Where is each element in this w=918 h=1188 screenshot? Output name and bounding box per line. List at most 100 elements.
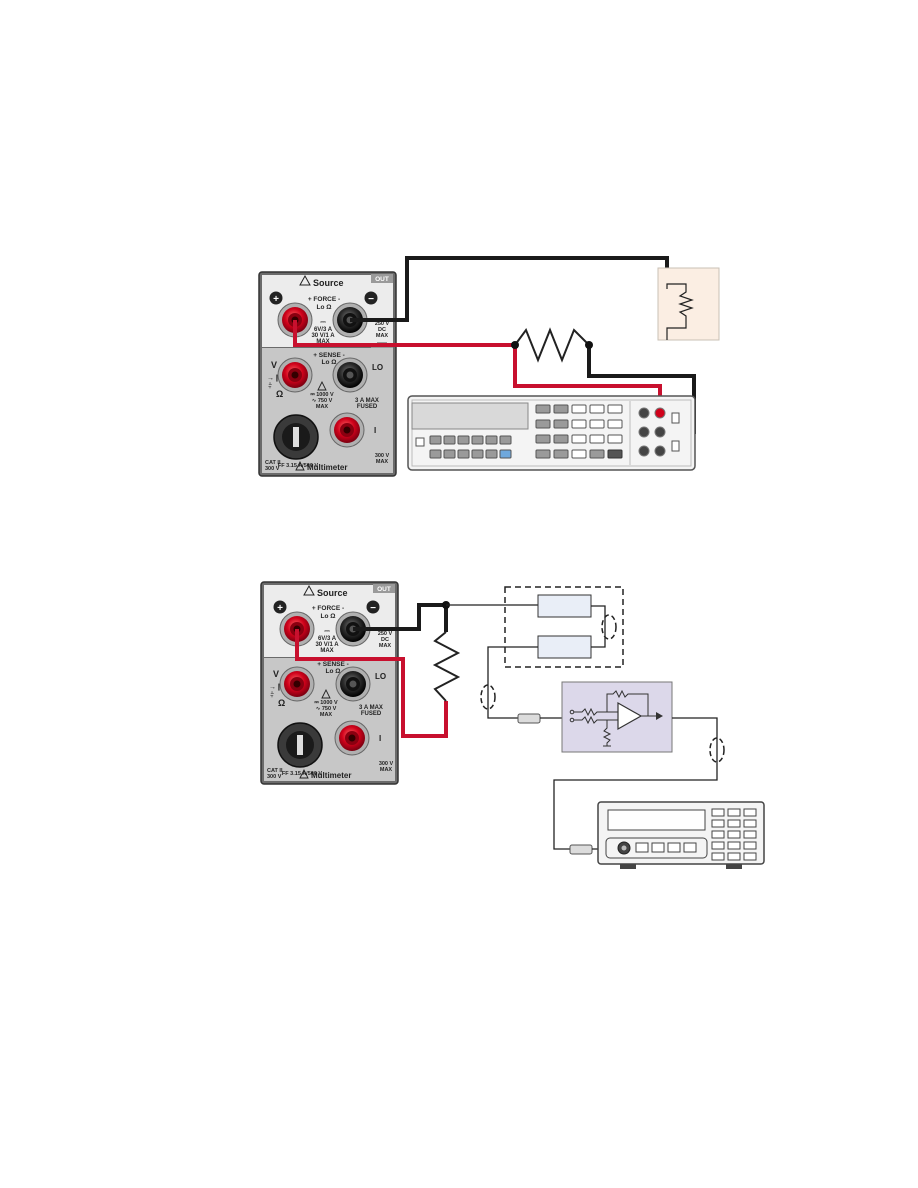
signal-wire xyxy=(553,717,718,850)
input-v-terminal[interactable] xyxy=(277,357,313,393)
svg-text:I: I xyxy=(374,426,376,435)
instrument-key[interactable] xyxy=(743,852,757,861)
dmm-key[interactable] xyxy=(443,449,456,459)
svg-text:I: I xyxy=(379,734,381,743)
svg-text:Lo Ω: Lo Ω xyxy=(326,668,341,675)
instrument-key[interactable] xyxy=(711,830,725,839)
dmm-key[interactable] xyxy=(607,449,623,459)
dmm-key[interactable] xyxy=(607,404,623,414)
svg-text:⎓: ⎓ xyxy=(320,319,326,326)
warning-icon xyxy=(317,380,327,391)
multimeter-panel-top: OUT IN Source + − + FORCE - Lo Ω ⎓ 6V/3 … xyxy=(258,271,397,477)
dmm-input-jack[interactable] xyxy=(638,426,650,438)
dmm-key[interactable] xyxy=(607,434,623,444)
dmm-key[interactable] xyxy=(589,434,605,444)
svg-text:+: + xyxy=(277,603,283,614)
svg-text:MAX: MAX xyxy=(380,767,393,773)
measurement-instrument xyxy=(597,801,765,869)
dmm-key[interactable] xyxy=(535,419,551,429)
shielded-block-lower xyxy=(537,635,592,659)
dmm-key[interactable] xyxy=(535,404,551,414)
shielded-block-upper xyxy=(537,594,592,618)
resistor-symbol xyxy=(432,631,461,702)
instrument-key[interactable] xyxy=(711,841,725,850)
dmm-key[interactable] xyxy=(553,404,569,414)
dmm-key[interactable] xyxy=(429,449,442,459)
svg-text:+: + xyxy=(273,294,279,305)
dmm-key[interactable] xyxy=(485,449,498,459)
svg-text:MAX: MAX xyxy=(379,643,392,649)
dmm-key[interactable] xyxy=(471,435,484,445)
minus-icon xyxy=(364,291,378,305)
dmm-input-jack[interactable] xyxy=(638,445,650,457)
dmm-key[interactable] xyxy=(485,435,498,445)
instrument-key[interactable] xyxy=(711,852,725,861)
dmm-input-jack[interactable] xyxy=(654,407,666,419)
dmm-key[interactable] xyxy=(499,435,512,445)
dmm-key[interactable] xyxy=(443,435,456,445)
input-i-terminal[interactable] xyxy=(334,720,370,756)
instrument-key[interactable] xyxy=(727,808,741,817)
instrument-key[interactable] xyxy=(651,842,665,853)
dmm-key[interactable] xyxy=(429,435,442,445)
svg-text:CAT II: CAT II xyxy=(267,768,283,774)
shield-icon xyxy=(601,614,617,640)
svg-text:MAX: MAX xyxy=(316,404,329,410)
input-lo-terminal[interactable] xyxy=(335,666,371,702)
instrument-key[interactable] xyxy=(683,842,697,853)
out-label: OUT xyxy=(375,276,389,283)
instrument-key[interactable] xyxy=(727,841,741,850)
input-v-terminal[interactable] xyxy=(279,666,315,702)
black-wire xyxy=(350,256,669,322)
out-label: OUT xyxy=(377,586,391,593)
instrument-key[interactable] xyxy=(727,852,741,861)
instrument-key[interactable] xyxy=(635,842,649,853)
dmm-key[interactable] xyxy=(571,434,587,444)
dmm-switch[interactable] xyxy=(671,440,680,452)
instrument-display xyxy=(607,809,706,831)
instrument-key[interactable] xyxy=(743,819,757,828)
svg-text:Multimeter: Multimeter xyxy=(307,463,347,472)
force-label: + FORCE - xyxy=(308,296,340,303)
input-i-terminal[interactable] xyxy=(329,412,365,448)
dmm-key[interactable] xyxy=(589,449,605,459)
instrument-key[interactable] xyxy=(727,819,741,828)
dmm-key[interactable] xyxy=(571,419,587,429)
input-lo-terminal[interactable] xyxy=(332,357,368,393)
dmm-key[interactable] xyxy=(607,419,623,429)
dmm-key[interactable] xyxy=(535,434,551,444)
svg-text:Ω: Ω xyxy=(278,698,285,708)
instrument-key[interactable] xyxy=(743,841,757,850)
dmm-key[interactable] xyxy=(457,435,470,445)
instrument-key[interactable] xyxy=(743,808,757,817)
dmm-input-jack[interactable] xyxy=(638,407,650,419)
power-button[interactable] xyxy=(415,437,425,447)
instrument-key[interactable] xyxy=(711,808,725,817)
dmm-key[interactable] xyxy=(457,449,470,459)
dmm-input-jack[interactable] xyxy=(654,445,666,457)
instrument-key[interactable] xyxy=(667,842,681,853)
instrument-key[interactable] xyxy=(711,819,725,828)
dmm-key[interactable] xyxy=(553,419,569,429)
dmm-key-blue[interactable] xyxy=(499,449,512,459)
dmm-key[interactable] xyxy=(471,449,484,459)
svg-text:300 V: 300 V xyxy=(267,774,282,780)
instrument-key[interactable] xyxy=(743,830,757,839)
instrument-key[interactable] xyxy=(727,830,741,839)
dmm-key[interactable] xyxy=(553,449,569,459)
red-wire xyxy=(295,629,448,738)
dmm-key[interactable] xyxy=(571,404,587,414)
dmm-key[interactable] xyxy=(553,434,569,444)
dmm-key[interactable] xyxy=(589,419,605,429)
dmm-switch[interactable] xyxy=(671,412,680,424)
dmm-key[interactable] xyxy=(571,449,587,459)
multimeter-panel-bottom: OUT Source + − + FORCE - Lo Ω ⎓ 6V/3 A 3… xyxy=(260,581,399,785)
svg-text:30 V/1 A: 30 V/1 A xyxy=(315,642,339,648)
dmm-input-jack[interactable] xyxy=(654,426,666,438)
svg-text:Lo Ω: Lo Ω xyxy=(322,359,337,366)
dmm-key[interactable] xyxy=(535,449,551,459)
dmm-key[interactable] xyxy=(589,404,605,414)
svg-text:Ω: Ω xyxy=(276,389,283,399)
svg-text:FUSED: FUSED xyxy=(361,711,382,717)
